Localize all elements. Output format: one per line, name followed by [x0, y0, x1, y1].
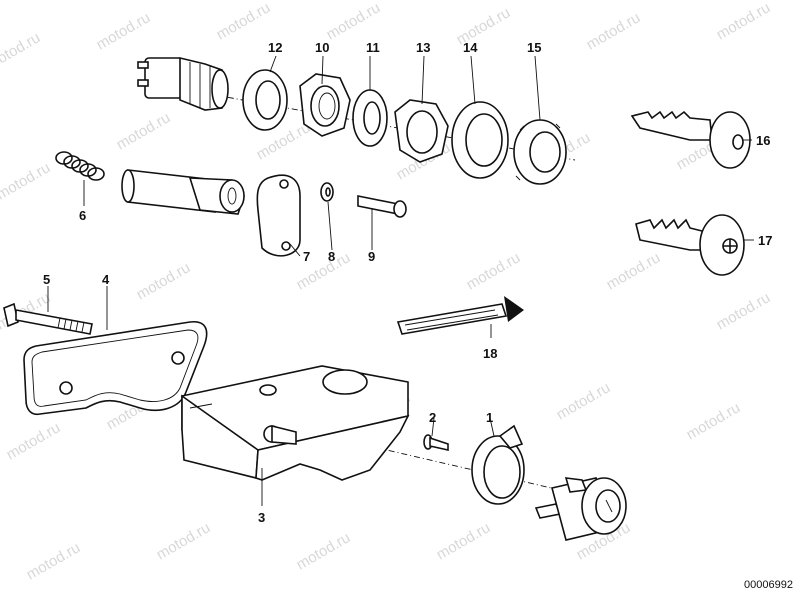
callout-18: 18	[483, 346, 497, 361]
watermark: motod.ru	[0, 159, 53, 203]
watermark: motod.ru	[604, 249, 664, 293]
watermark: motod.ru	[464, 249, 524, 293]
watermark: motod.ru	[24, 539, 84, 583]
callout-14: 14	[463, 40, 478, 55]
callout-7: 7	[303, 249, 310, 264]
callout-16: 16	[756, 133, 770, 148]
watermark: motod.ru	[714, 289, 774, 333]
watermark: motod.ru	[214, 0, 274, 43]
watermark: motod.ru	[294, 529, 354, 573]
watermark: motod.ru	[684, 399, 744, 443]
callout-11: 11	[366, 40, 380, 55]
bracket-3-part	[181, 365, 410, 481]
diagram-code: 00006992	[744, 579, 793, 591]
callout-10: 10	[315, 40, 329, 55]
key-17-part	[635, 214, 745, 276]
callout-13: 13	[416, 40, 430, 55]
door-lock-cylinder-part	[534, 477, 627, 541]
nut-13-part	[394, 99, 449, 163]
watermark: motod.ru	[434, 519, 494, 563]
pin-9-part	[357, 195, 407, 218]
arrow-sticker-18-part	[396, 296, 524, 335]
ring-14-part	[451, 101, 509, 179]
plate-7-part	[256, 174, 301, 257]
callout-2: 2	[429, 410, 436, 425]
callout-12: 12	[268, 40, 282, 55]
watermark: motod.ru	[94, 9, 154, 53]
gasket-4-part	[23, 321, 208, 416]
ignition-switch-part	[137, 56, 229, 111]
callout-labels: 12 10 11 13 14 15 16 17 6 7 8 9 18 5 4 3…	[43, 40, 772, 525]
key-16-part	[630, 110, 751, 169]
watermark: motod.ru	[0, 29, 43, 73]
ring-12-part	[242, 69, 288, 131]
callout-9: 9	[368, 249, 375, 264]
callout-3: 3	[258, 510, 265, 525]
callout-1: 1	[486, 410, 493, 425]
nut-15-part	[513, 119, 567, 185]
watermark-layer: motod.ru motod.ru motod.ru motod.ru moto…	[0, 0, 773, 583]
watermark: motod.ru	[324, 0, 384, 43]
ring-1-part	[471, 424, 525, 505]
lock-cylinder-part	[121, 169, 245, 215]
watermark: motod.ru	[114, 109, 174, 153]
watermark: motod.ru	[134, 259, 194, 303]
callout-8: 8	[328, 249, 335, 264]
leader-lines	[47, 55, 754, 506]
watermark: motod.ru	[714, 0, 774, 43]
callout-15: 15	[527, 40, 541, 55]
watermark: motod.ru	[154, 519, 214, 563]
callout-17: 17	[758, 233, 772, 248]
watermark: motod.ru	[4, 419, 64, 463]
nut-10-part	[299, 73, 351, 137]
screw-2-part	[423, 434, 449, 451]
watermark: motod.ru	[554, 379, 614, 423]
callout-6: 6	[79, 208, 86, 223]
washer-11-part	[352, 89, 388, 147]
callout-5: 5	[43, 272, 50, 287]
spring-6-part	[55, 151, 105, 181]
watermark: motod.ru	[584, 9, 644, 53]
washer-8-part	[320, 182, 334, 202]
bolt-5-part	[3, 302, 93, 335]
callout-4: 4	[102, 272, 110, 287]
